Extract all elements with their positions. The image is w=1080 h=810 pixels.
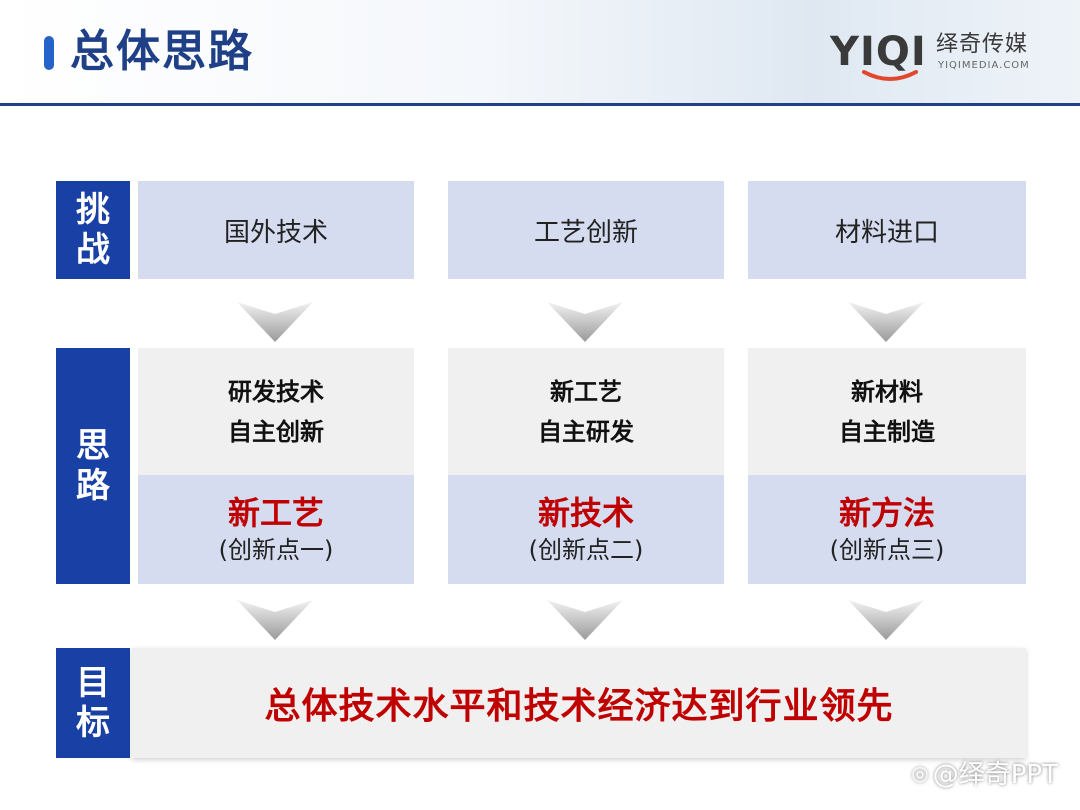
platform-logo-icon: ◎ bbox=[911, 760, 929, 785]
label-approach-char-2: 路 bbox=[76, 466, 110, 506]
approach-outcome-subtitle: (创新点三) bbox=[829, 535, 945, 564]
approach-outcome-1: 新工艺 (创新点一) bbox=[138, 475, 414, 584]
approach-outcome-title: 新技术 bbox=[537, 493, 634, 532]
label-goal: 目 标 bbox=[56, 648, 130, 758]
logo-wordmark: YIQI bbox=[830, 29, 927, 75]
challenge-box-1: 国外技术 bbox=[138, 181, 414, 279]
approach-outcome-subtitle: (创新点二) bbox=[528, 535, 644, 564]
label-approach-char-1: 思 bbox=[76, 426, 110, 466]
label-challenge-char-1: 挑 bbox=[76, 190, 110, 230]
watermark-text: @绎奇PPT bbox=[932, 760, 1058, 790]
approach-line: 研发技术 bbox=[228, 377, 324, 406]
down-arrow-icon bbox=[848, 600, 924, 640]
logo-chinese-name: 绎奇传媒 bbox=[936, 32, 1029, 57]
approach-outcome-2: 新技术 (创新点二) bbox=[448, 475, 724, 584]
down-arrow-icon bbox=[547, 600, 623, 640]
approach-line: 自主研发 bbox=[538, 417, 634, 446]
down-arrow-icon bbox=[848, 302, 924, 342]
approach-outcome-3: 新方法 (创新点三) bbox=[748, 475, 1026, 584]
down-arrow-icon bbox=[237, 302, 313, 342]
approach-outcome-title: 新工艺 bbox=[227, 493, 324, 532]
label-approach: 思 路 bbox=[56, 348, 130, 584]
label-goal-char-1: 目 bbox=[76, 663, 110, 703]
approach-line: 自主制造 bbox=[839, 417, 935, 446]
title-accent-bar bbox=[44, 36, 54, 70]
label-challenge-char-2: 战 bbox=[76, 230, 110, 270]
logo-url: YIQIMEDIA.COM bbox=[938, 60, 1030, 71]
down-arrow-icon bbox=[237, 600, 313, 640]
slide-header: 总体思路 YIQI 绎奇传媒 YIQIMEDIA.COM bbox=[0, 0, 1080, 106]
page-title: 总体思路 bbox=[70, 26, 254, 77]
logo-smile-icon bbox=[862, 70, 918, 81]
approach-outcome-title: 新方法 bbox=[838, 493, 935, 532]
challenge-box-2: 工艺创新 bbox=[448, 181, 724, 279]
goal-statement: 总体技术水平和技术经济达到行业领先 bbox=[132, 648, 1026, 758]
approach-line: 新材料 bbox=[851, 377, 923, 406]
challenge-box-3: 材料进口 bbox=[748, 181, 1026, 279]
approach-description-3: 新材料 自主制造 bbox=[748, 348, 1026, 475]
approach-line: 自主创新 bbox=[228, 417, 324, 446]
brand-logo: YIQI 绎奇传媒 YIQIMEDIA.COM bbox=[830, 28, 1040, 88]
approach-description-2: 新工艺 自主研发 bbox=[448, 348, 724, 475]
label-challenge: 挑 战 bbox=[56, 181, 130, 279]
down-arrow-icon bbox=[547, 302, 623, 342]
label-goal-char-2: 标 bbox=[76, 703, 110, 743]
approach-description-1: 研发技术 自主创新 bbox=[138, 348, 414, 475]
approach-outcome-subtitle: (创新点一) bbox=[218, 535, 334, 564]
watermark: ◎ @绎奇PPT bbox=[911, 754, 1058, 791]
approach-line: 新工艺 bbox=[550, 377, 622, 406]
